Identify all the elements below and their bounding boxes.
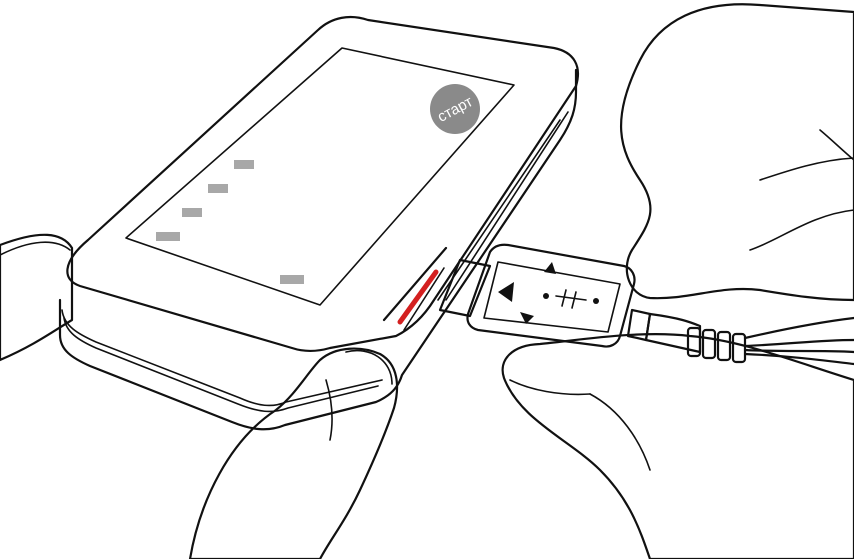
indicator-1 <box>234 160 254 169</box>
usb-plug[interactable] <box>440 245 854 364</box>
indicator-5 <box>280 275 304 284</box>
left-thumb <box>190 349 397 559</box>
connector-port[interactable] <box>384 248 446 330</box>
start-button[interactable]: старт <box>430 84 480 134</box>
up-arrow-icon <box>544 262 556 274</box>
indicator-3 <box>182 208 202 217</box>
device-side <box>60 70 576 429</box>
device: старт <box>60 17 578 429</box>
indicator-2 <box>208 184 228 193</box>
indicator-group <box>156 160 304 284</box>
indicator-4 <box>156 232 180 241</box>
usb-plug-housing[interactable] <box>467 245 634 347</box>
cable-ridges <box>688 328 745 362</box>
right-hand-front <box>503 334 854 559</box>
right-hand-back <box>621 4 854 300</box>
person-icon <box>543 290 599 308</box>
left-arrow-icon <box>498 282 514 302</box>
